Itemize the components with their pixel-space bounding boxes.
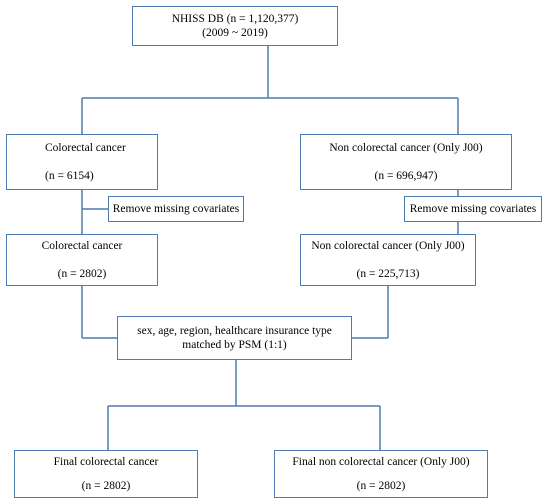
final-crc-count: (n = 2802) <box>81 480 131 492</box>
matching-method: matched by PSM (1:1) <box>182 339 287 351</box>
non-crc-after-count: (n = 225,713) <box>356 268 420 280</box>
final-non-crc-box: Final non colorectal cancer (Only J00) (… <box>274 450 488 498</box>
crc-initial-box: Colorectal cancer (n = 6154) <box>6 134 158 190</box>
final-crc-label: Final colorectal cancer <box>53 455 159 468</box>
remove-left-label: Remove missing covariates <box>112 202 240 215</box>
final-non-crc-count: (n = 2802) <box>356 480 406 492</box>
crc-after-box: Colorectal cancer (n = 2802) <box>6 234 158 286</box>
non-crc-initial-count: (n = 696,947) <box>374 170 438 182</box>
non-crc-initial-label: Non colorectal cancer (Only J00) <box>329 141 483 154</box>
matching-box: sex, age, region, healthcare insurance t… <box>117 316 352 360</box>
non-crc-after-box: Non colorectal cancer (Only J00) (n = 22… <box>300 234 476 286</box>
source-period: (2009 ~ 2019) <box>202 27 268 39</box>
remove-right-box: Remove missing covariates <box>404 196 542 222</box>
remove-right-label: Remove missing covariates <box>409 202 537 215</box>
source-box: NHISS DB (n = 1,120,377) (2009 ~ 2019) <box>132 6 338 46</box>
crc-initial-count: (n = 6154) <box>45 170 94 182</box>
non-crc-initial-box: Non colorectal cancer (Only J00) (n = 69… <box>300 134 512 190</box>
non-crc-after-label: Non colorectal cancer (Only J00) <box>311 239 465 252</box>
final-non-crc-label: Final non colorectal cancer (Only J00) <box>292 455 470 468</box>
crc-initial-label: Colorectal cancer <box>45 141 126 154</box>
remove-left-box: Remove missing covariates <box>108 196 244 222</box>
crc-after-label: Colorectal cancer <box>41 239 123 252</box>
crc-after-count: (n = 2802) <box>57 268 107 280</box>
source-title: NHISS DB (n = 1,120,377) <box>171 12 299 25</box>
matching-criteria: sex, age, region, healthcare insurance t… <box>137 324 332 337</box>
final-crc-box: Final colorectal cancer (n = 2802) <box>14 450 198 498</box>
